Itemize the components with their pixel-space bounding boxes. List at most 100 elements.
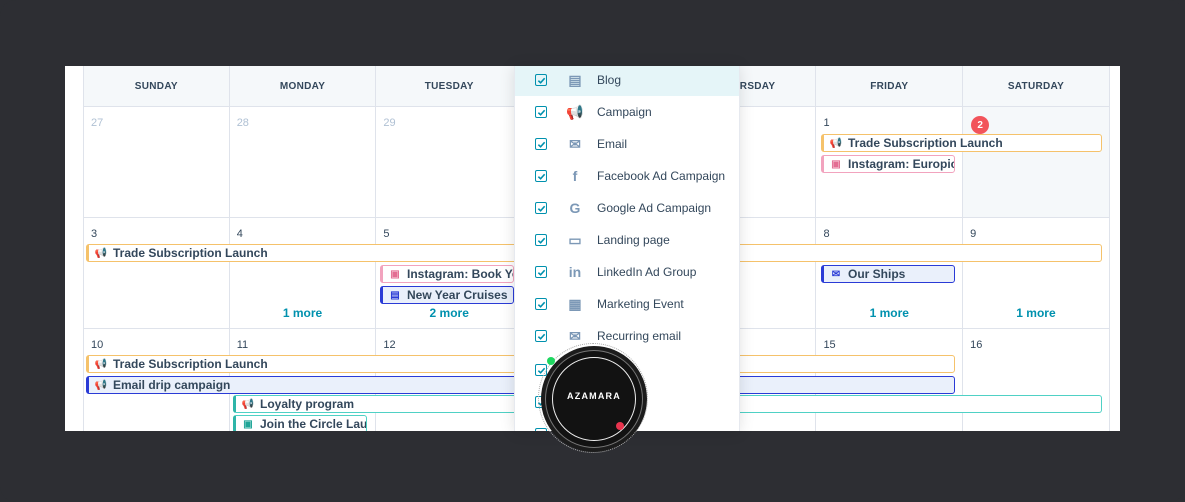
filter-option-campaign[interactable]: 📢 Campaign <box>515 96 739 128</box>
day-cell[interactable]: 29 <box>376 107 524 217</box>
filter-option-email[interactable]: ✉ Email <box>515 128 739 160</box>
day-number: 15 <box>823 339 836 351</box>
event-social-post[interactable]: ▣ Instagram: Europic <box>821 155 955 173</box>
megaphone-icon: 📢 <box>94 379 108 391</box>
checkbox[interactable] <box>535 428 547 431</box>
logo-red-dot <box>616 422 624 430</box>
day-cell[interactable]: 4 1 more <box>230 218 377 328</box>
logo-green-dot <box>547 357 555 365</box>
weekday-thursday: RSDAY <box>670 66 817 106</box>
day-cell[interactable]: 28 <box>230 107 377 217</box>
filter-option-label: Google Ad Campaign <box>597 201 712 215</box>
filter-option-label: Recurring email <box>597 329 682 343</box>
event-social-post[interactable]: ▣ Instagram: Book Yo <box>380 265 514 283</box>
checkbox[interactable] <box>535 234 547 246</box>
checkbox[interactable] <box>535 74 547 86</box>
day-cell[interactable] <box>670 107 817 217</box>
event-email[interactable]: ✉ Our Ships <box>821 265 955 283</box>
event-label: Trade Subscription Launch <box>113 246 268 260</box>
day-number: 10 <box>91 339 104 351</box>
day-number: 28 <box>236 117 249 129</box>
more-link[interactable]: 2 more <box>429 306 469 320</box>
day-number: 11 <box>236 339 249 351</box>
filter-option-linkedin-ad-group[interactable]: in LinkedIn Ad Group <box>515 256 739 288</box>
event-label: Join the Circle Lau <box>260 417 367 431</box>
checkbox[interactable] <box>535 330 547 342</box>
blog-icon: ▤ <box>568 71 582 88</box>
day-number: 29 <box>383 117 396 129</box>
checkbox[interactable] <box>535 298 547 310</box>
day-number: 1 <box>823 117 830 129</box>
weekday-sunday: SUNDAY <box>83 66 230 106</box>
day-cell[interactable]: 2 <box>963 107 1110 217</box>
landing-page-icon: ▣ <box>243 418 253 430</box>
recurring-email-icon: ✉ <box>569 327 581 344</box>
filter-option-label: Facebook Ad Campaign <box>597 169 726 183</box>
event-landing-page[interactable]: ▣ Join the Circle Lau <box>233 415 367 431</box>
filter-option-marketing-event[interactable]: ▦ Marketing Event <box>515 288 739 320</box>
filter-option-label: Landing page <box>597 233 670 247</box>
weekday-saturday: SATURDAY <box>963 66 1110 106</box>
event-label: Trade Subscription Launch <box>113 357 268 371</box>
megaphone-icon: 📢 <box>94 358 108 370</box>
day-cell[interactable]: 3 <box>83 218 230 328</box>
event-label: Loyalty program <box>260 397 355 411</box>
checkbox[interactable] <box>535 202 547 214</box>
filter-option[interactable] <box>515 418 739 431</box>
day-number: 12 <box>383 339 396 351</box>
landing-page-icon: ▭ <box>568 231 582 248</box>
filter-option-recurring-email[interactable]: ✉ Recurring email <box>515 320 739 352</box>
megaphone-icon: 📢 <box>94 247 108 259</box>
overflow-count-badge[interactable]: 2 <box>971 116 990 134</box>
day-number: 5 <box>383 228 390 240</box>
logo-inner-ring <box>552 357 636 441</box>
filter-option-label: Blog <box>597 73 622 87</box>
day-cell[interactable]: 8 1 more <box>816 218 964 328</box>
megaphone-icon: 📢 <box>829 137 843 149</box>
day-cell[interactable]: 1 <box>816 107 964 217</box>
event-label: Email drip campaign <box>113 378 231 392</box>
envelope-icon: ✉ <box>831 268 841 280</box>
event-label: Our Ships <box>848 267 906 281</box>
checkbox[interactable] <box>535 106 547 118</box>
weekday-monday: MONDAY <box>230 66 377 106</box>
day-number: 16 <box>970 339 983 351</box>
social-post-icon: ▣ <box>390 268 400 280</box>
filter-option-label: Marketing Event <box>597 297 684 311</box>
more-link[interactable]: 1 more <box>869 306 909 320</box>
checkbox[interactable] <box>535 170 547 182</box>
event-label: Instagram: Europic <box>848 157 955 171</box>
logo-dotted-ring <box>538 343 648 453</box>
calendar-week-1: 27 28 29 1 2 <box>83 107 1110 218</box>
event-label: Instagram: Book Yo <box>407 267 514 281</box>
day-cell[interactable]: 27 <box>83 107 230 217</box>
day-cell[interactable]: 15 <box>816 329 964 431</box>
more-link[interactable]: 1 more <box>282 306 323 320</box>
checkbox[interactable] <box>535 266 547 278</box>
filter-option-landing-page[interactable]: ▭ Landing page <box>515 224 739 256</box>
day-number: 8 <box>823 228 830 240</box>
day-number: 9 <box>970 228 977 240</box>
megaphone-icon: 📢 <box>566 103 584 120</box>
linkedin-icon: in <box>568 264 582 280</box>
weekday-thursday-label: RSDAY <box>739 80 776 92</box>
facebook-icon: f <box>572 168 578 184</box>
checkbox[interactable] <box>535 138 547 150</box>
day-number: 4 <box>236 228 243 240</box>
filter-option-facebook-ad-campaign[interactable]: f Facebook Ad Campaign <box>515 160 739 192</box>
more-link[interactable]: 1 more <box>1016 306 1056 320</box>
filter-option-label: Campaign <box>597 105 652 119</box>
filter-option-google-ad-campaign[interactable]: G Google Ad Campaign <box>515 192 739 224</box>
day-cell[interactable]: 9 1 more <box>963 218 1110 328</box>
event-label: Trade Subscription Launch <box>848 136 1003 150</box>
event-label: New Year Cruises <box>407 288 508 302</box>
event-campaign[interactable]: 📢 Trade Subscription Launch <box>821 134 1102 152</box>
weekday-friday: FRIDAY <box>816 66 964 106</box>
filter-option-blog[interactable]: ▤ Blog <box>515 66 739 96</box>
filter-option-label: Email <box>597 137 628 151</box>
weekday-tuesday: TUESDAY <box>376 66 524 106</box>
day-cell[interactable]: 16 <box>963 329 1110 431</box>
event-blog[interactable]: ▤ New Year Cruises <box>380 286 514 304</box>
day-number: 27 <box>91 117 104 129</box>
day-number: 3 <box>91 228 98 240</box>
